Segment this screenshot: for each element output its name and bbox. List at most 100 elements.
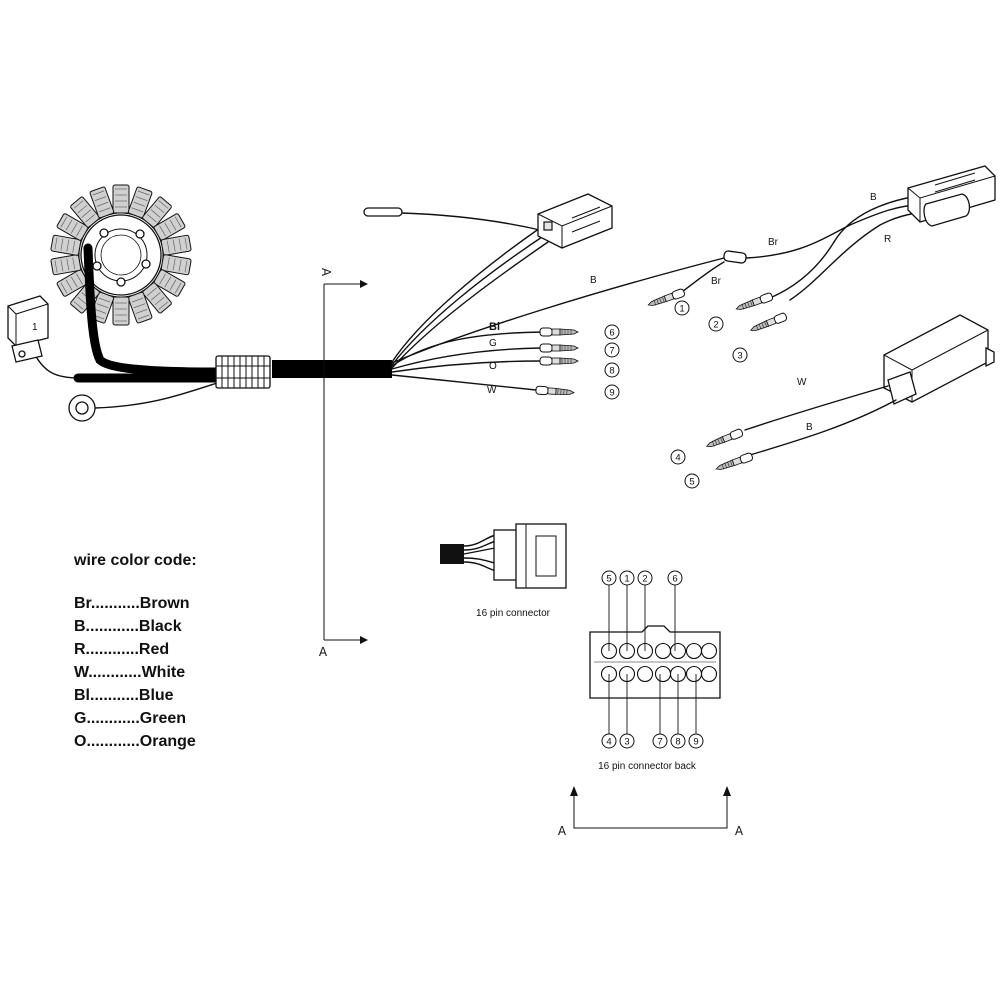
wire-b-main xyxy=(391,257,725,364)
wire-br-top xyxy=(745,204,921,259)
section-line-horizontal xyxy=(570,786,731,829)
stator-tooth xyxy=(112,184,130,214)
svg-text:1: 1 xyxy=(624,574,629,585)
svg-text:7: 7 xyxy=(657,737,662,748)
svg-text:1: 1 xyxy=(32,322,38,333)
svg-text:3: 3 xyxy=(737,351,742,362)
wire-to-top-connector-a xyxy=(391,227,541,363)
connector-back-caption: 16 pin connector back xyxy=(598,761,697,772)
wire-br-mid xyxy=(681,261,725,293)
wire-w-right xyxy=(744,385,889,431)
svg-text:9: 9 xyxy=(693,737,698,748)
legend-entry-white: W............White xyxy=(74,664,186,681)
stator-lead xyxy=(83,243,223,377)
wire-b-right xyxy=(749,399,897,456)
stator-tooth xyxy=(142,196,172,228)
main-harness xyxy=(272,360,392,378)
terminal-number-1: 1 xyxy=(674,300,690,316)
stator-tooth xyxy=(70,196,100,228)
svg-text:8: 8 xyxy=(675,737,680,748)
svg-text:5: 5 xyxy=(689,477,694,488)
terminal-number-9: 9 xyxy=(604,384,620,400)
connector-side-view xyxy=(440,523,567,589)
pin-label-8: 8 xyxy=(670,733,686,749)
connector-pin xyxy=(654,665,672,683)
regulator-lead xyxy=(34,354,81,379)
pin-label-1: 1 xyxy=(619,570,635,586)
label-bl: Bl xyxy=(489,321,500,333)
section-line-vertical xyxy=(323,280,368,644)
terminal-number-4: 4 xyxy=(670,449,686,465)
bullet-terminal xyxy=(535,385,575,396)
label-w-right: W xyxy=(797,377,807,388)
legend-title: wire color code: xyxy=(74,552,197,569)
svg-text:4: 4 xyxy=(606,737,611,748)
section-mark-a-right: A xyxy=(735,824,744,838)
pin-label-9: 9 xyxy=(688,733,704,749)
pin-leaders xyxy=(608,585,697,734)
svg-text:1: 1 xyxy=(679,304,684,315)
terminal-number-8: 8 xyxy=(604,362,620,378)
terminal-number-3: 3 xyxy=(732,347,748,363)
splice-connector xyxy=(723,250,747,264)
stator-tooth xyxy=(112,296,130,326)
svg-text:3: 3 xyxy=(624,737,629,748)
stator-tooth xyxy=(89,186,115,219)
terminal-number-6: 6 xyxy=(604,324,620,340)
top-right-plug xyxy=(907,165,996,227)
pin-label-5: 5 xyxy=(601,570,617,586)
legend-entry-orange: O............Orange xyxy=(74,733,196,750)
legend-entry-green: G............Green xyxy=(74,710,187,727)
wire-o xyxy=(391,360,541,373)
svg-text:6: 6 xyxy=(609,328,614,339)
label-r-top: R xyxy=(884,234,891,245)
terminal-number-2: 2 xyxy=(708,316,724,332)
svg-text:9: 9 xyxy=(609,388,614,399)
connector-back-view xyxy=(589,585,721,734)
stator-tooth xyxy=(127,186,153,219)
label-w-left: W xyxy=(487,385,497,396)
terminal-number-7: 7 xyxy=(604,342,620,358)
label-b-right: B xyxy=(806,422,813,433)
temperature-sensor xyxy=(363,207,403,217)
svg-text:8: 8 xyxy=(609,366,614,377)
terminal-number-5: 5 xyxy=(684,473,700,489)
connector-pin xyxy=(654,642,672,660)
connector-pin xyxy=(685,642,703,660)
bullet-terminal xyxy=(539,343,579,353)
regulator-box: 1 xyxy=(7,295,49,363)
label-b-top: B xyxy=(870,192,877,203)
bullet-terminal xyxy=(705,428,744,447)
pin-label-3: 3 xyxy=(619,733,635,749)
svg-text:2: 2 xyxy=(713,320,718,331)
legend-entry-red: R............Red xyxy=(74,641,170,658)
connector-pin xyxy=(636,665,654,683)
ring-terminal xyxy=(68,394,96,422)
label-br-top: Br xyxy=(768,237,779,248)
ignition-coil-plug xyxy=(883,314,995,405)
legend-entry-black: B............Black xyxy=(74,618,182,635)
wire-to-top-connector-c xyxy=(391,241,549,369)
svg-text:5: 5 xyxy=(606,574,611,585)
wire-color-legend: wire color code: Br...........Brown B...… xyxy=(74,552,197,753)
pin-grid xyxy=(594,642,718,683)
connector-pin xyxy=(700,665,718,683)
section-mark-a-left: A xyxy=(558,824,567,838)
pin-label-4: 4 xyxy=(601,733,617,749)
svg-text:2: 2 xyxy=(642,574,647,585)
svg-text:4: 4 xyxy=(675,453,680,464)
label-o: O xyxy=(489,361,497,372)
section-mark-a-bottom: A xyxy=(319,645,328,659)
connector-pin xyxy=(700,642,718,660)
wire-r-top xyxy=(789,211,936,301)
bullet-terminal xyxy=(749,312,788,331)
connector-caption: 16 pin connector xyxy=(476,608,551,619)
terminal-plugs xyxy=(535,288,788,470)
bullet-terminal xyxy=(735,292,774,310)
wire-to-top-connector-b xyxy=(391,234,546,366)
svg-text:7: 7 xyxy=(609,346,614,357)
section-mark-a-top: A xyxy=(319,268,333,277)
connector-pin xyxy=(685,665,703,683)
label-g: G xyxy=(489,338,497,349)
